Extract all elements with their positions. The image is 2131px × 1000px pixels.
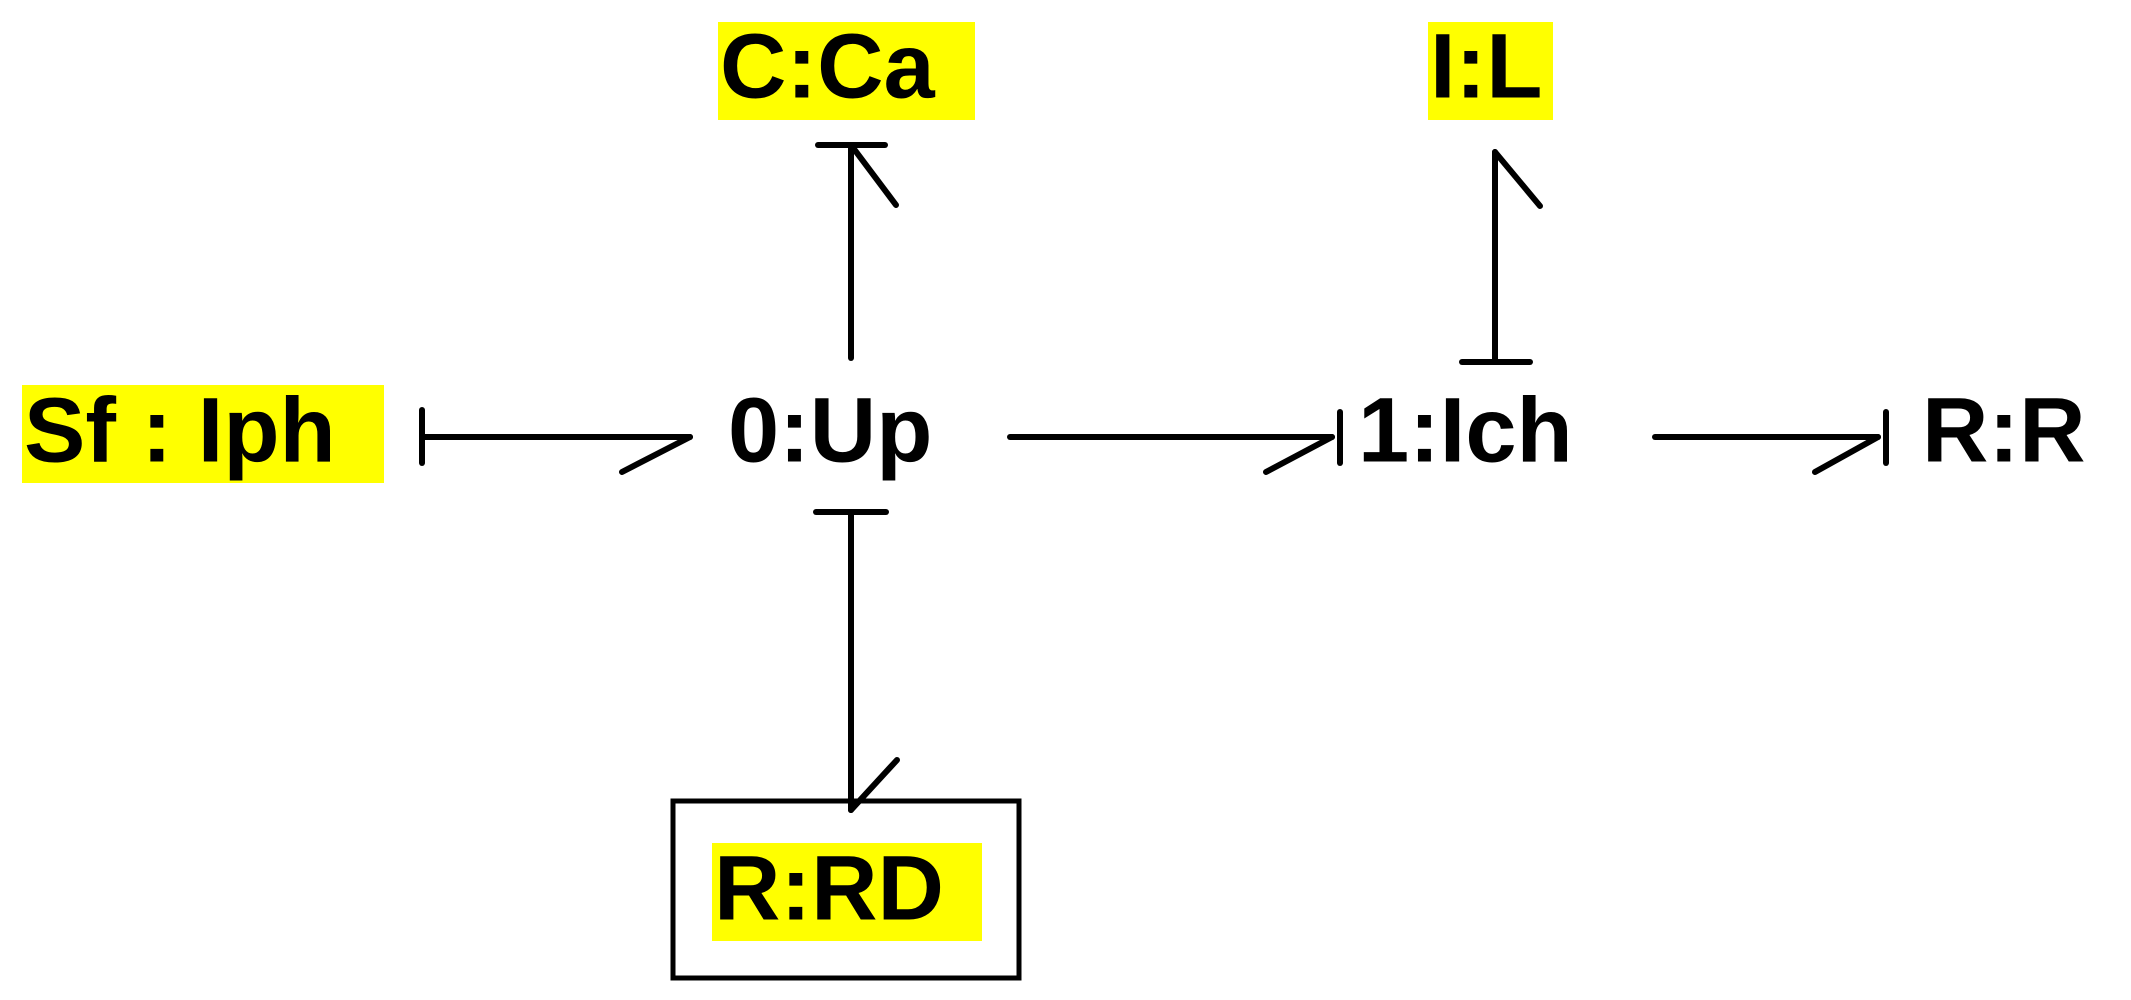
half-arrow — [1263, 434, 1335, 475]
bond-one-to-res — [1652, 409, 1889, 475]
bond-zero-to-one — [1007, 409, 1343, 475]
bond-zero-to-rd — [813, 509, 900, 813]
half-arrow — [619, 434, 693, 475]
rd-node-label: R:RD — [714, 837, 944, 939]
cap-node-highlight — [718, 22, 975, 120]
res-node-label: R:R — [1922, 379, 2086, 481]
zero-junction-label: 0:Up — [728, 379, 932, 481]
half-arrow — [1492, 149, 1543, 209]
bond-one-to-ind — [1459, 149, 1543, 365]
cap-node-label: C:Ca — [720, 15, 936, 117]
one-junction-label: 1:Ich — [1358, 379, 1573, 481]
half-arrow — [848, 757, 900, 813]
half-arrow — [848, 142, 899, 208]
rd-node-highlight — [712, 843, 982, 941]
sf-node-label: Sf : Iph — [24, 379, 336, 481]
bond-zero-to-cap — [815, 142, 899, 361]
bond-sf-to-zero — [419, 407, 693, 475]
ind-node-highlight — [1428, 22, 1553, 120]
sf-node-highlight — [22, 385, 384, 483]
half-arrow — [1812, 434, 1881, 475]
ind-node-label: I:L — [1430, 15, 1542, 117]
rd-node-box — [670, 798, 1022, 981]
